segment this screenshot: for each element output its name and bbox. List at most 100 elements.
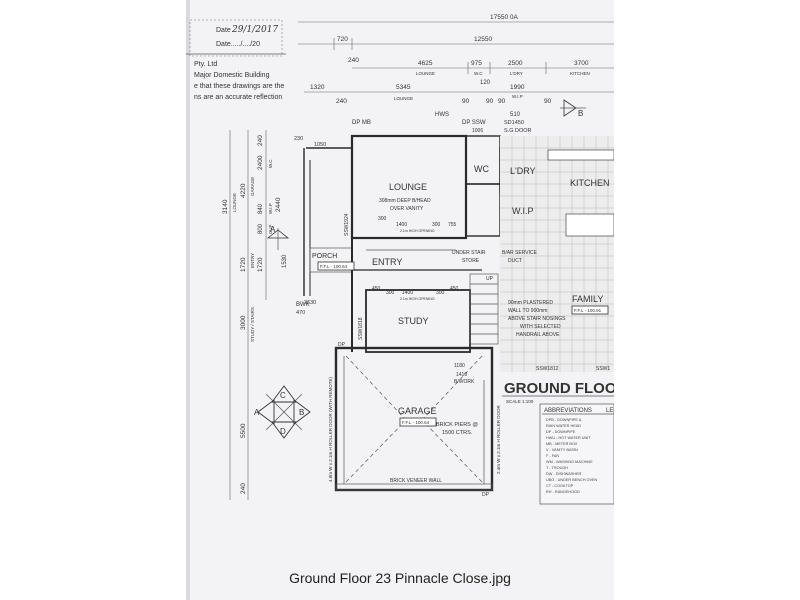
compass-c: C [280, 391, 286, 400]
dim-720: 720 [337, 36, 348, 43]
sd-glass-door: S.G DOOR [504, 128, 532, 134]
roller-door-left: 4.8m W x 2.1m H ROLLER DOOR (WITH REMOTE… [328, 376, 333, 482]
room-ldry: L'DRY [510, 166, 536, 176]
room-entry: ENTRY [372, 257, 402, 267]
abbr-item: RH - RANGEHOOD [546, 490, 580, 494]
dim-12550: 12550 [474, 36, 492, 43]
left-dim-240-bot: 240 [240, 483, 247, 494]
ssw-1812: SSW1812 [536, 366, 559, 372]
abbr-item: WM - WASHING MACHINE [546, 460, 593, 464]
dim-lbl-wip-a: W.I.P [512, 94, 523, 99]
ground-floor-title-block: GROUND FLOO SCALE 1:100 ABBREVIATIONS LE… [500, 372, 614, 505]
dim-240-top: 240 [348, 57, 359, 64]
brick-piers-1: BRICK PIERS @ [436, 422, 478, 428]
dim-4625: 4625 [418, 60, 433, 67]
abbr-item: DP - DOWNPIPE [546, 430, 576, 434]
internal-dimensions: 230 1050 2630 470 300 1400 300 755 450 3… [294, 136, 467, 378]
legend-stub: LE [606, 408, 613, 414]
date-label-2: Date...../..../20 [216, 41, 260, 48]
dim-240-b: 240 [336, 98, 347, 105]
dim-3700: 3700 [574, 60, 589, 67]
left-dim-2400: 2400 [257, 155, 264, 170]
date-label-1: Date [216, 27, 231, 34]
left-dim-240: 240 [257, 135, 264, 146]
left-lbl-garage: GARAGE [250, 177, 255, 196]
under-stair: UNDER STAIR [452, 250, 486, 256]
dp-garage: DP [338, 342, 346, 348]
dim-lbl-ldry-a: L'DRY [510, 71, 523, 76]
left-dim-1530: 1530 [282, 254, 288, 268]
dim-2500: 2500 [508, 60, 523, 67]
family-note-3: ABOVE STAIR NOSINGS [508, 316, 566, 322]
family-note-2: WALL TO 900mm [508, 308, 547, 314]
floor-plan: Date 29/1/2017 Date...../..../20 Pty. Lt… [186, 14, 614, 505]
opening-a: 2.1m HIGH OPENING [400, 229, 435, 233]
lounge-note-2: OVER VANITY [390, 206, 424, 212]
room-kitchen: KITCHEN [570, 178, 610, 188]
abbr-item: MB - METER BOX [546, 442, 578, 446]
dim-90-c: 90 [498, 98, 506, 105]
duct: DUCT [508, 258, 522, 264]
left-dim-1720-a: 1720 [240, 257, 247, 272]
store: STORE [462, 258, 480, 264]
left-lbl-wip: W.I.P [268, 203, 273, 214]
family-note-1: 90mm PLASTERED [508, 300, 553, 306]
left-lbl-lounge: LOUNGE [232, 193, 237, 212]
dim-1050: 1050 [314, 142, 326, 148]
left-dim-840: 840 [258, 203, 264, 214]
room-wc: WC [474, 164, 489, 174]
dim-overall: 17550 0A [490, 14, 518, 21]
marker-b-label: B [578, 109, 583, 118]
family-note-4: WITH SELECTED [520, 324, 561, 330]
sheet-edge [186, 0, 190, 600]
image-caption: Ground Floor 23 Pinnacle Close.jpg [289, 570, 511, 586]
s-300-d: 300 [436, 290, 445, 296]
dim-lbl-kitchen-a: KITCHEN [570, 71, 590, 76]
title-line-2: Major Domestic Building [194, 72, 270, 79]
dim-120: 120 [480, 80, 491, 86]
brick-piers-2: 1500 CTRS. [442, 430, 473, 436]
s-300-b: 300 [432, 222, 441, 228]
left-dim-3000: 3000 [240, 315, 247, 330]
s-1400-a: 1400 [396, 222, 407, 228]
dim-975: 975 [471, 60, 482, 67]
dp-garage-right: DP [482, 492, 490, 498]
left-lbl-entry: ENTRY [250, 253, 255, 268]
up-label: UP [486, 276, 494, 282]
title-line-3: e that these drawings are the [194, 83, 284, 90]
ssw-1924: SSW1924 [344, 213, 350, 236]
ssw-right: SSW1 [596, 366, 610, 372]
dp-ssw-label: DP SSW [462, 120, 486, 126]
left-dim-3140: 3140 [222, 199, 229, 214]
company-name: Pty. Ltd [194, 61, 217, 68]
section-marker-b: B [560, 99, 586, 118]
s-1400-b: 1400 [402, 290, 413, 296]
dim-5345: 5345 [396, 84, 411, 91]
dim-1990: 1990 [510, 84, 525, 91]
left-dim-2440: 2440 [275, 197, 282, 212]
porch-ffl: F.F.L - 100.64 [320, 264, 348, 269]
ground-floor-scale: SCALE 1:100 [506, 399, 534, 404]
hws-label: HWS [435, 112, 449, 118]
dim-470: 470 [296, 310, 305, 316]
abbr-item: F - FAN [546, 454, 559, 458]
abbr-item: UBO - UNDER BENCH OVEN [546, 478, 598, 482]
room-porch: PORCH [312, 253, 337, 260]
ssw-1006: 1006 [472, 128, 483, 134]
dim-lbl-wc-a: W.C [474, 71, 483, 76]
left-lbl-wc: W.C [268, 159, 273, 168]
brick-veneer-label: BRICK VENEER WALL [390, 478, 442, 484]
dim-230: 230 [294, 136, 303, 142]
tiled-floor [500, 136, 614, 372]
left-dim-5500: 5500 [240, 423, 247, 438]
s-300-c: 300 [386, 290, 395, 296]
compass-rose: C A B D [254, 385, 311, 439]
abbr-item: RAIN WATER HEAD [546, 424, 581, 428]
family-note-5: HANDRAIL ABOVE [516, 332, 560, 338]
bulkhead-duct: B/AR SERVICE [502, 250, 538, 256]
compass-d: D [280, 427, 286, 436]
dim-lbl-lounge-a: LOUNGE [416, 71, 435, 76]
left-dim-1720-b: 1720 [257, 257, 264, 272]
room-garage: GARAGE [398, 406, 437, 416]
compass-b: B [299, 408, 304, 417]
